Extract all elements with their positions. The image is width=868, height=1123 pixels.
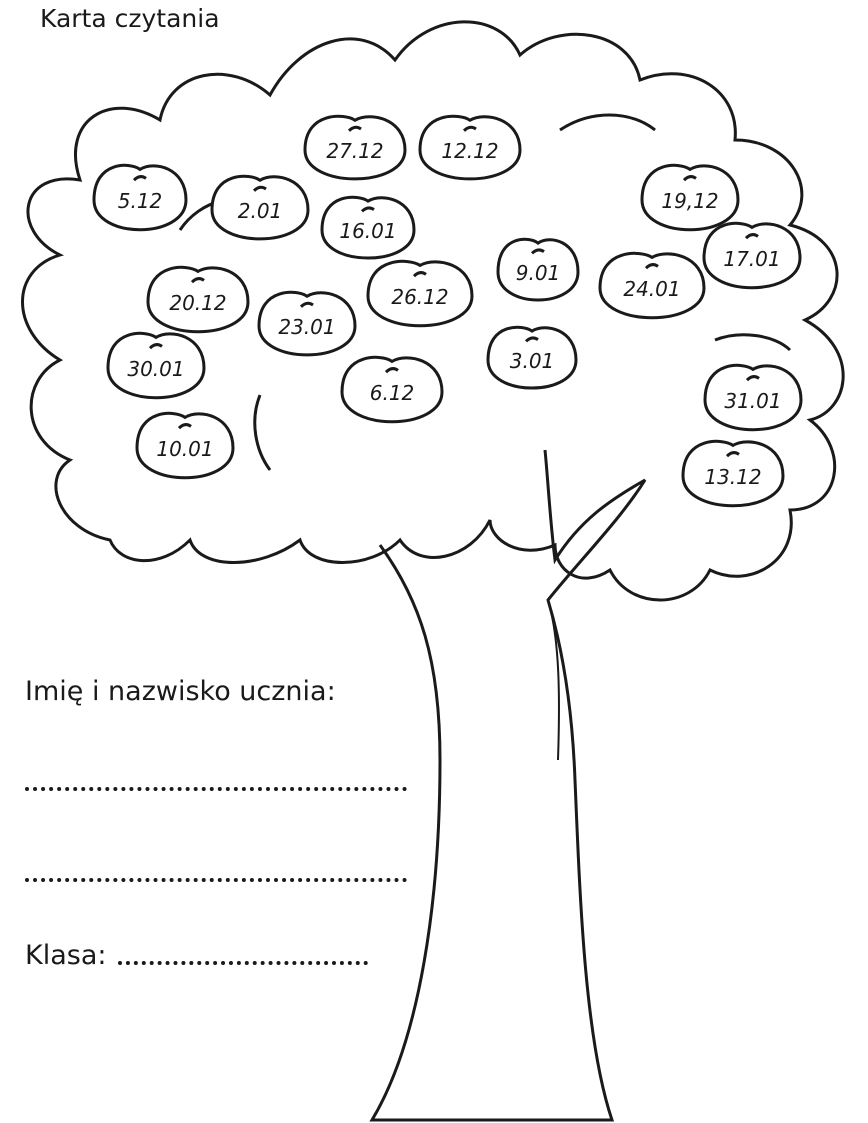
apple-stem-icon bbox=[744, 233, 759, 240]
apple-stem-icon bbox=[644, 263, 659, 270]
student-name-line-1[interactable] bbox=[25, 787, 407, 791]
class-field-row: Klasa: bbox=[25, 940, 369, 971]
apple-stem-icon bbox=[682, 175, 697, 182]
leaf-date-label: 5.12 bbox=[118, 189, 163, 213]
apple-leaf: 23.01 bbox=[257, 290, 357, 357]
apple-shape bbox=[703, 363, 803, 432]
apple-stem-icon bbox=[252, 185, 267, 192]
apple-stem-icon bbox=[745, 375, 760, 382]
apple-stem-icon bbox=[725, 451, 740, 458]
apple-stem-icon bbox=[177, 423, 192, 430]
class-label: Klasa: bbox=[25, 940, 107, 971]
apple-stem-icon bbox=[190, 277, 205, 284]
leaf-date-label: 13.12 bbox=[704, 465, 761, 489]
leaf-date-label: 6.12 bbox=[370, 381, 415, 405]
apple-shape bbox=[486, 325, 578, 390]
leaf-date-label: 10.01 bbox=[156, 437, 213, 461]
apple-stem-icon bbox=[360, 206, 375, 213]
apple-stem-icon bbox=[412, 271, 427, 278]
apple-stem-icon bbox=[524, 336, 539, 343]
leaf-date-label: 12.12 bbox=[441, 139, 498, 163]
leaf-date-label: 27.12 bbox=[326, 139, 383, 163]
tree-trunk bbox=[369, 449, 647, 1122]
apple-leaf: 16.01 bbox=[320, 195, 416, 260]
leaf-date-label: 30.01 bbox=[127, 357, 184, 381]
apple-leaf: 31.01 bbox=[703, 363, 803, 432]
apple-shape bbox=[366, 259, 474, 328]
apple-shape bbox=[681, 439, 785, 508]
apple-leaf: 20.12 bbox=[146, 265, 250, 334]
apple-shape bbox=[418, 114, 522, 181]
apple-stem-icon bbox=[462, 125, 477, 132]
apple-stem-icon bbox=[347, 125, 362, 132]
apple-shape bbox=[702, 221, 802, 290]
apple-stem-icon bbox=[148, 343, 163, 350]
leaf-date-label: 9.01 bbox=[516, 261, 561, 285]
apple-stem-icon bbox=[132, 175, 147, 182]
apple-leaf: 19,12 bbox=[640, 163, 740, 232]
apple-leaf: 5.12 bbox=[92, 163, 188, 232]
apple-leaf: 6.12 bbox=[340, 355, 444, 424]
apple-leaf: 27.12 bbox=[303, 114, 407, 181]
apple-shape bbox=[303, 114, 407, 181]
class-line[interactable] bbox=[118, 961, 369, 965]
apple-leaf: 9.01 bbox=[496, 237, 580, 302]
apple-leaf: 30.01 bbox=[106, 331, 206, 400]
apple-stem-icon bbox=[299, 301, 314, 308]
apple-stem-icon bbox=[530, 248, 545, 255]
apple-shape bbox=[135, 411, 235, 480]
page-title: Karta czytania bbox=[40, 4, 220, 33]
apple-leaf: 2.01 bbox=[210, 174, 310, 241]
apple-shape bbox=[92, 163, 188, 232]
student-name-line-2[interactable] bbox=[25, 878, 407, 882]
leaf-date-label: 19,12 bbox=[661, 189, 718, 213]
apple-shape bbox=[598, 251, 706, 320]
apple-leaf: 13.12 bbox=[681, 439, 785, 508]
apple-leaf: 12.12 bbox=[418, 114, 522, 181]
leaf-date-label: 16.01 bbox=[339, 219, 396, 243]
leaf-date-label: 24.01 bbox=[623, 277, 680, 301]
student-name-label: Imię i nazwisko ucznia: bbox=[25, 676, 336, 707]
leaf-date-label: 23.01 bbox=[278, 315, 335, 339]
leaf-date-label: 3.01 bbox=[510, 349, 555, 373]
apple-leaf: 24.01 bbox=[598, 251, 706, 320]
leaf-date-label: 17.01 bbox=[723, 247, 780, 271]
apple-shape bbox=[106, 331, 206, 400]
leaf-date-label: 20.12 bbox=[169, 291, 226, 315]
apple-stem-icon bbox=[384, 367, 399, 374]
leaf-date-label: 26.12 bbox=[391, 285, 448, 309]
tree-crown bbox=[21, 20, 845, 602]
apple-shape bbox=[257, 290, 357, 357]
apple-leaf: 3.01 bbox=[486, 325, 578, 390]
apple-shape bbox=[496, 237, 580, 302]
leaf-date-label: 31.01 bbox=[724, 389, 781, 413]
apple-shape bbox=[210, 174, 310, 241]
apple-leaf: 10.01 bbox=[135, 411, 235, 480]
apple-shape bbox=[146, 265, 250, 334]
apple-leaf: 26.12 bbox=[366, 259, 474, 328]
apple-shape bbox=[320, 195, 416, 260]
apple-shape bbox=[340, 355, 444, 424]
apple-shape bbox=[640, 163, 740, 232]
leaf-date-label: 2.01 bbox=[238, 199, 283, 223]
apple-leaf: 17.01 bbox=[702, 221, 802, 290]
